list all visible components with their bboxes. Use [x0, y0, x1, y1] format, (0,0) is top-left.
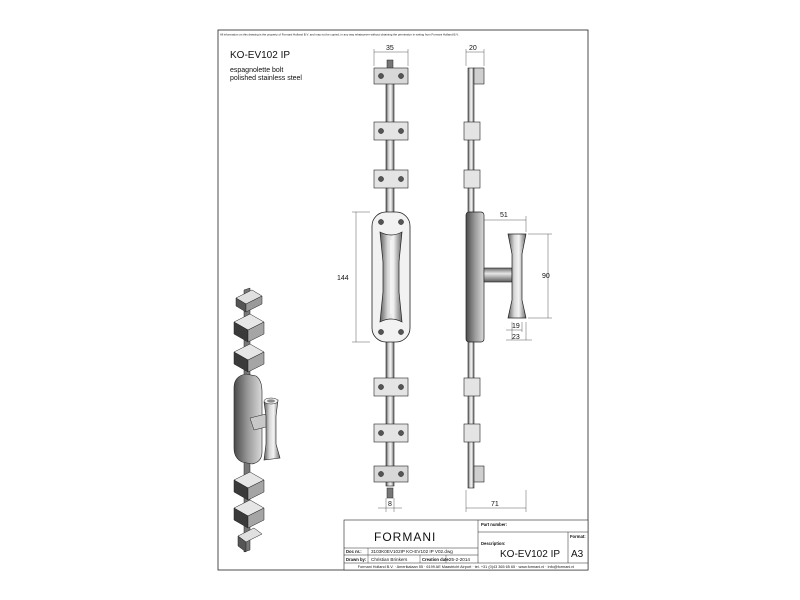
front-guide: [373, 121, 409, 141]
dim-20: 20: [469, 45, 477, 52]
product-desc-2: polished stainless steel: [230, 75, 302, 82]
iso-knob: [263, 399, 281, 461]
disclaimer-text: All information on this drawing is the p…: [220, 33, 459, 37]
doc-value: 3103K0EV102IP KO-EV102 IP V02.dwg: [371, 549, 453, 554]
side-view: 20 51 90 19 23 71: [463, 45, 552, 512]
description-value: KO-EV102 IP: [500, 549, 560, 560]
dim-90: 90: [542, 273, 550, 280]
isometric-view: [233, 287, 281, 553]
front-guide: [373, 423, 409, 443]
front-guide: [373, 67, 409, 85]
dim-51: 51: [500, 212, 508, 219]
format-value: A3: [571, 549, 584, 560]
side-knob: [507, 233, 527, 319]
iso-handle-plate: [233, 373, 263, 465]
drawn-value: Christian Brinkers: [371, 557, 408, 562]
product-desc-1: espagnolette bolt: [230, 67, 283, 74]
dim-19: 19: [512, 323, 520, 330]
doc-label: Doc nr.:: [346, 549, 362, 554]
side-guide: [463, 377, 481, 397]
iso-guide: [233, 499, 265, 529]
side-guide: [463, 121, 481, 141]
description-label: Description:: [481, 541, 505, 546]
side-handle-plate: [465, 211, 485, 343]
dim-23: 23: [512, 334, 520, 341]
footer-address: Formani Holland B.V. · Amerikalaan 55 · …: [358, 565, 575, 569]
iso-guide: [233, 313, 265, 343]
side-guide: [463, 423, 481, 443]
dim-71: 71: [491, 501, 499, 508]
front-view: 35 144 8: [337, 45, 411, 512]
iso-guide: [233, 471, 265, 501]
dim-144: 144: [337, 275, 349, 282]
front-guide: [373, 169, 409, 189]
iso-guide: [233, 343, 265, 373]
dim-8: 8: [388, 501, 392, 508]
front-guide: [373, 377, 409, 397]
drawn-label: Drawn by:: [346, 557, 366, 562]
front-guide: [373, 465, 409, 483]
dim-35: 35: [386, 45, 394, 52]
product-code: KO-EV102 IP: [230, 50, 290, 61]
created-value: 25-2-2014: [449, 557, 470, 562]
created-label: Creation date:: [422, 557, 450, 562]
side-stem: [483, 267, 513, 283]
brand-logo: FORMANI: [374, 530, 436, 544]
part-number-label: Part number:: [481, 522, 507, 527]
format-label: Format:: [570, 534, 586, 539]
side-guide: [463, 169, 481, 189]
front-handle: [371, 211, 411, 343]
title-block: FORMANI Doc nr.: 3103K0EV102IP KO-EV102 …: [343, 519, 589, 571]
